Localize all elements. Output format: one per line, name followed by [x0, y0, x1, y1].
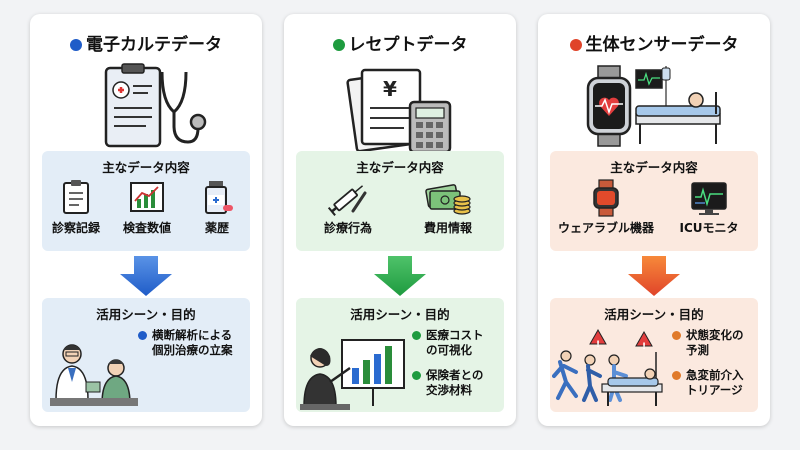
use-item: 急変前介入トリアージ [672, 368, 744, 398]
card-title: レセプトデータ [284, 30, 516, 55]
use-case-box: 活用シーン・目的 ! ! 状態変化の予測 急変前介入トリアージ [550, 298, 758, 412]
item-medical-record: 診察記録 [44, 179, 108, 236]
emergency-team-illustration: ! ! [552, 328, 663, 406]
document-icon [63, 180, 89, 214]
item-icu-monitor: ICUモニタ [666, 179, 752, 236]
use-item: 状態変化の予測 [672, 328, 744, 358]
use-list: 横断解析による個別治療の立案 [138, 328, 233, 368]
svg-text:!: ! [642, 342, 646, 352]
item-cost-info: 費用情報 [406, 179, 490, 236]
red-dot-icon [569, 39, 582, 51]
svg-text:!: ! [596, 340, 600, 350]
item-medication-history: 薬歴 [188, 179, 246, 236]
use-list: 状態変化の予測 急変前介入トリアージ [672, 328, 744, 408]
item-wearable-device: ウェアラブル機器 [554, 179, 658, 236]
use-item: 保険者との交渉材料 [412, 368, 484, 398]
card-ehr: 電子カルテデータ 主なデータ内容 診察記録 [30, 14, 262, 426]
receipt-calculator-icon: ¥ [346, 68, 452, 154]
down-arrow-icon [628, 256, 680, 296]
blue-dot-icon [70, 39, 82, 51]
smartwatch-icon [593, 179, 619, 217]
clipboard-stethoscope-icon [104, 63, 207, 148]
down-arrow-icon [374, 256, 426, 296]
card-title: 生体センサーデータ [538, 30, 770, 55]
medicine-bottle-icon [205, 181, 233, 214]
monitor-icon [691, 182, 727, 215]
watch-icu-bed-icon [586, 65, 721, 147]
use-case-box: 活用シーン・目的 横断解析による個別治療の立案 [42, 298, 250, 412]
data-content-box: 主なデータ内容 ウェアラブル機器 ICUモニタ [550, 151, 758, 251]
doctor-patient-illustration [50, 344, 138, 406]
card-receipt: レセプトデータ ¥ 主なデータ内容 診療行為 [284, 14, 516, 426]
presentation-illustration [300, 339, 405, 410]
item-test-values: 検査数値 [112, 179, 182, 236]
card-biosensor: 生体センサーデータ 主なデータ内容 ウェアラブル機器 [538, 14, 770, 426]
data-content-box: 主なデータ内容 診療行為 費用情報 [296, 151, 504, 251]
down-arrow-icon [120, 256, 172, 296]
green-dot-icon [332, 39, 345, 51]
card-title: 電子カルテデータ [30, 30, 262, 55]
chart-icon [130, 182, 164, 212]
syringe-icon [327, 185, 367, 216]
data-content-box: 主なデータ内容 診察記録 検査数値 [42, 151, 250, 251]
svg-text:¥: ¥ [383, 77, 397, 101]
item-medical-procedure: 診療行為 [308, 179, 388, 236]
use-case-box: 活用シーン・目的 医療コストの可視化 保険者との交渉材料 [296, 298, 504, 412]
use-item: 医療コストの可視化 [412, 328, 484, 358]
use-item: 横断解析による個別治療の立案 [138, 328, 233, 358]
money-icon [425, 184, 471, 215]
use-list: 医療コストの可視化 保険者との交渉材料 [412, 328, 484, 408]
